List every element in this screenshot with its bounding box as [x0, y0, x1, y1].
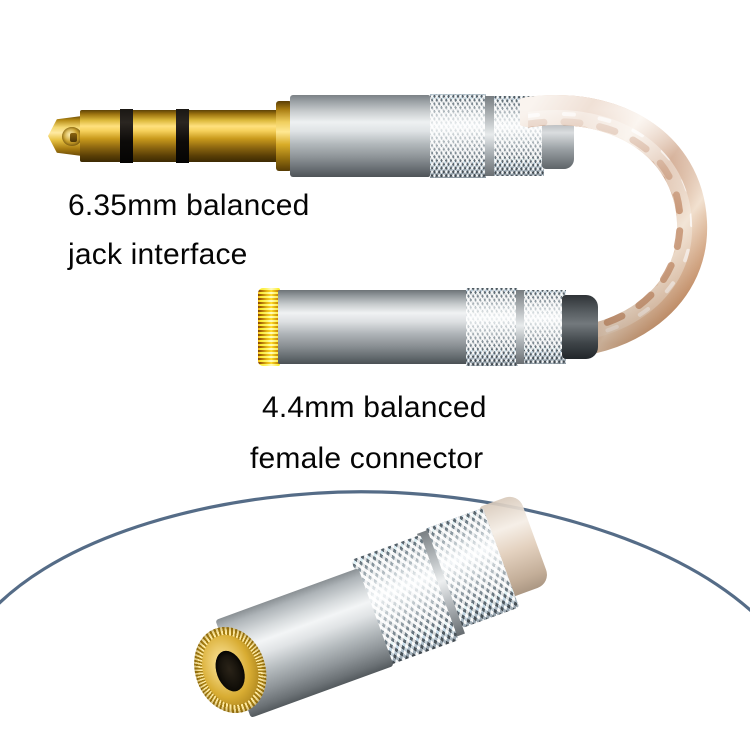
trs-insulator-ring-2	[176, 109, 189, 163]
female-tail-cap	[562, 295, 598, 359]
connector-44mm-female	[258, 283, 598, 375]
label-635mm-line2: jack interface	[68, 238, 248, 271]
trs-silver-barrel	[290, 95, 430, 177]
label-635mm-line1: 6.35mm balanced	[68, 189, 310, 222]
connector-635mm-trs-plug	[48, 83, 574, 188]
trs-tip-notch	[70, 133, 77, 142]
female-knurled-band-2	[524, 290, 566, 364]
detail-44mm-female-connector	[182, 492, 570, 743]
label-44mm-line2: female connector	[250, 442, 484, 475]
female-gold-collar	[258, 288, 280, 366]
label-44mm-line1: 4.4mm balanced	[262, 391, 487, 424]
trs-tail-cap	[542, 103, 574, 169]
trs-knurled-band-1	[430, 94, 486, 178]
female-band-gap	[516, 290, 525, 364]
trs-knurled-band-2	[494, 96, 544, 176]
female-silver-barrel	[278, 290, 468, 364]
trs-band-gap	[485, 96, 495, 176]
trs-gold-flange	[276, 101, 292, 171]
trs-insulator-ring-1	[120, 109, 133, 163]
female-knurled-band-1	[466, 288, 518, 366]
